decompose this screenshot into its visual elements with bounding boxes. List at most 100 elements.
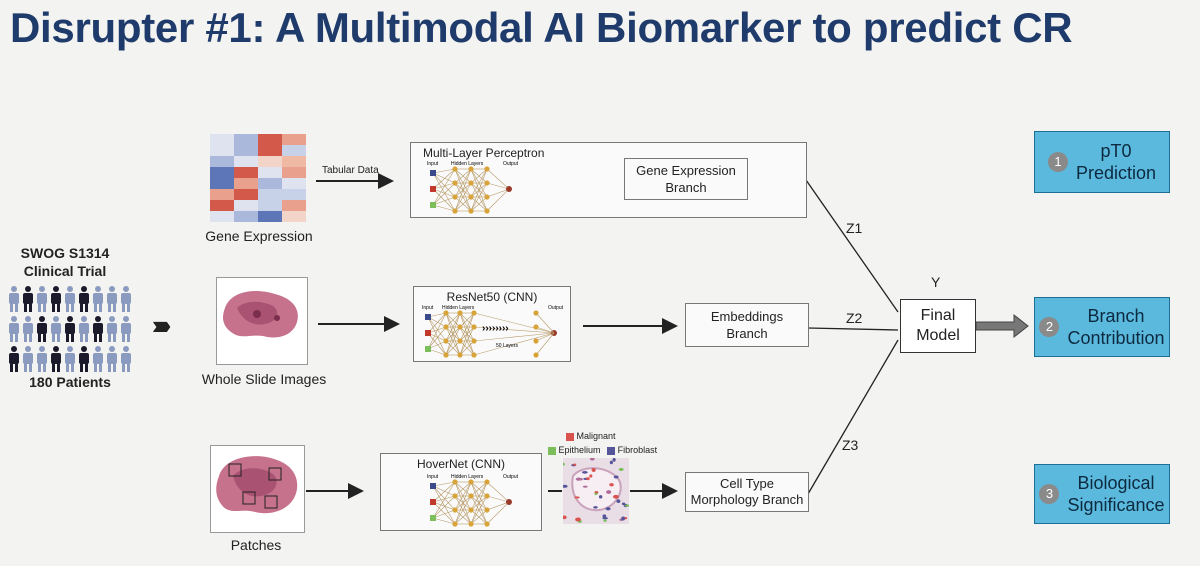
- net-hidden-node: [452, 166, 458, 172]
- net-input-label: Input: [427, 474, 439, 480]
- net-hidden-node: [452, 521, 458, 527]
- cell-nucleus: [603, 519, 607, 522]
- net-hidden-node: [457, 310, 463, 316]
- heatmap-cell: [282, 167, 306, 178]
- heatmap-cell: [210, 145, 234, 156]
- net-hidden-node: [443, 338, 449, 344]
- net-edge: [454, 509, 472, 525]
- net-edge: [486, 188, 510, 198]
- net-input-node: [430, 170, 436, 176]
- net-edge: [459, 326, 475, 356]
- net-edge: [432, 196, 456, 206]
- net-hidden-label: Hidden Layers: [442, 305, 475, 311]
- net-input-node: [430, 186, 436, 192]
- epithelium-label: Epithelium: [558, 445, 601, 455]
- person-icon: [121, 346, 131, 372]
- person-icon: [51, 316, 61, 342]
- net-edge: [454, 168, 472, 212]
- heatmap-cell: [282, 145, 306, 156]
- person-icon: [23, 346, 33, 372]
- person-icon: [65, 316, 75, 342]
- net-hidden-node: [457, 324, 463, 330]
- net-input-node: [430, 483, 436, 489]
- net-edge: [473, 326, 555, 334]
- net-edge: [432, 168, 456, 174]
- cell-type-branch-label: Cell Type Morphology Branch: [690, 476, 804, 507]
- embeddings-branch: Embeddings Branch: [685, 303, 809, 347]
- person-icon: [37, 286, 47, 312]
- heatmap-cell: [258, 189, 282, 200]
- heatmap-cell: [234, 145, 258, 156]
- net-edge: [427, 332, 447, 356]
- page-title: Disrupter #1: A Multimodal AI Biomarker …: [10, 4, 1073, 51]
- net-hidden-node: [468, 479, 474, 485]
- cell-nucleus: [579, 477, 583, 481]
- net-hidden-node: [468, 180, 474, 186]
- net-hidden-label: Hidden Layers: [451, 161, 484, 167]
- cell-nucleus: [605, 507, 611, 511]
- gene-expression-branch: Gene Expression Branch: [624, 158, 748, 200]
- tabular-data-label: Tabular Data: [322, 165, 379, 176]
- net-output-label: Output: [548, 305, 564, 311]
- person-icon: [51, 346, 61, 372]
- cell-nucleus: [581, 470, 588, 474]
- outcome-line2: Contribution: [1067, 328, 1165, 348]
- net-edge: [432, 501, 456, 511]
- net-edge: [445, 312, 461, 342]
- heatmap-cell: [210, 156, 234, 167]
- net-edge: [470, 168, 488, 198]
- heatmap-cell: [234, 134, 258, 145]
- net-hidden-node: [452, 180, 458, 186]
- net-edge: [486, 495, 510, 503]
- net-hidden-node: [533, 352, 539, 358]
- net-edge: [459, 340, 475, 356]
- whole-slide-label: Whole Slide Images: [201, 371, 327, 387]
- cell-nucleus: [594, 492, 598, 496]
- epithelium-swatch: [548, 446, 556, 455]
- net-input-label: Input: [422, 305, 434, 311]
- heatmap-cell: [282, 189, 306, 200]
- net-edge: [432, 485, 456, 497]
- net-edge: [486, 501, 510, 525]
- net-edge: [454, 168, 472, 184]
- net-hidden-node: [471, 338, 477, 344]
- net-edge: [470, 481, 488, 511]
- person-icon: [9, 286, 19, 312]
- cell-nucleus: [609, 460, 613, 465]
- person-icon: [93, 286, 103, 312]
- fibroblast-label: Fibroblast: [617, 445, 658, 455]
- heatmap-cell: [258, 134, 282, 145]
- person-icon: [93, 346, 103, 372]
- net-edge: [454, 182, 472, 212]
- net-edge: [470, 168, 488, 184]
- net-input-node: [425, 314, 431, 320]
- cell-nucleus: [613, 475, 619, 479]
- net-edge: [486, 182, 510, 190]
- net-edge: [459, 312, 475, 342]
- heatmap-cell: [210, 178, 234, 189]
- cell-nucleus: [591, 467, 596, 472]
- cell-nucleus: [582, 485, 588, 488]
- net-edge: [427, 312, 447, 350]
- malignant-label: Malignant: [576, 431, 616, 441]
- net-edge: [486, 501, 510, 511]
- net-hidden-node: [443, 310, 449, 316]
- cell-nucleus: [563, 515, 567, 520]
- outcome-line1: Branch: [1087, 306, 1145, 326]
- cell-nucleus: [572, 463, 577, 466]
- net-edge: [432, 182, 456, 190]
- final-model-box: Final Model: [900, 299, 976, 353]
- net-hidden-node: [533, 324, 539, 330]
- net-edge: [486, 188, 510, 212]
- heatmap-cell: [210, 211, 234, 222]
- trial-name: SWOG S1314: [20, 245, 110, 261]
- net-edge: [445, 312, 461, 356]
- net-edge: [454, 196, 472, 212]
- outcome-text: Branch Contribution: [1067, 305, 1164, 349]
- heatmap-cell: [258, 211, 282, 222]
- net-hidden-node: [443, 352, 449, 358]
- person-icon: [23, 286, 33, 312]
- cell-nucleus: [589, 474, 593, 478]
